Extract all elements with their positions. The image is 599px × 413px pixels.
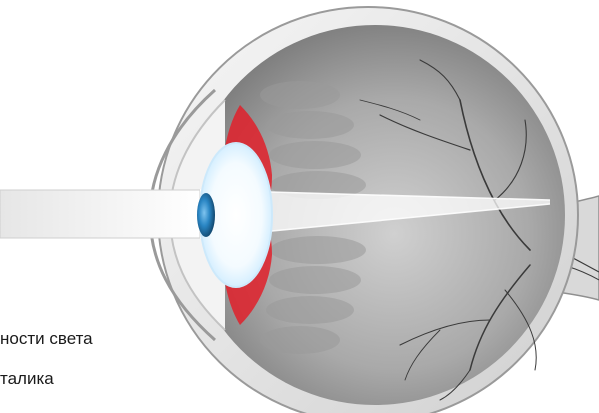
- caption-line-1: ности света: [0, 330, 93, 347]
- caption-line-2: талика: [0, 370, 54, 387]
- iris-pupil: [197, 193, 215, 237]
